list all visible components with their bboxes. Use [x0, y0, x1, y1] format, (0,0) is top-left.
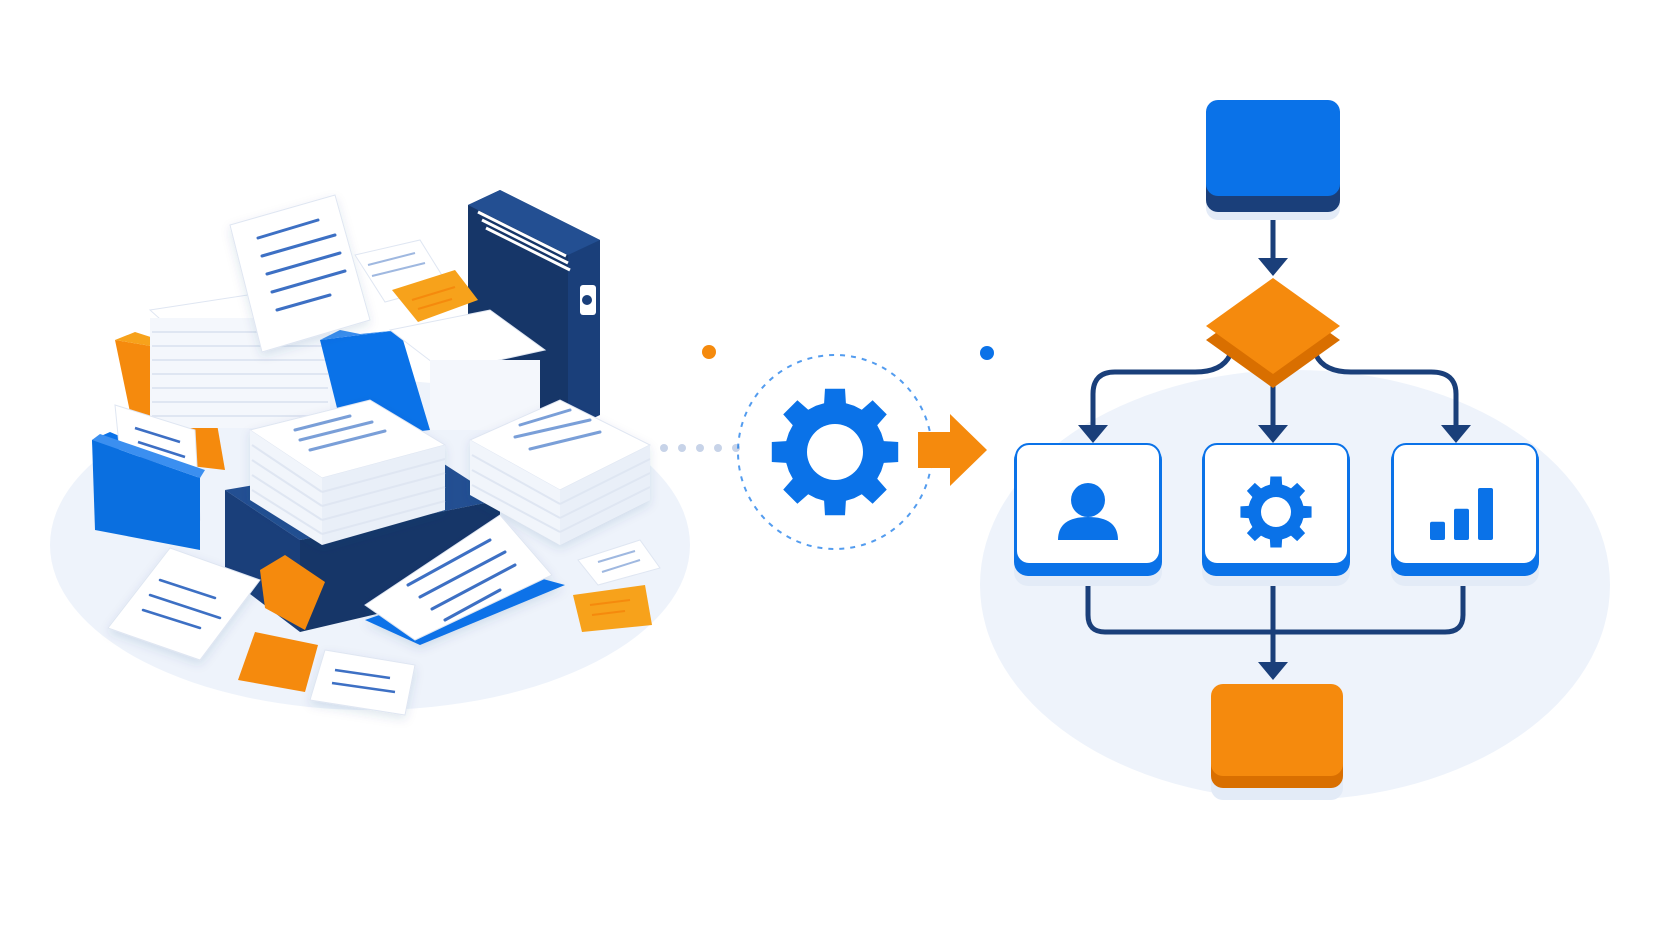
gear-hole	[807, 424, 863, 480]
sticky-note-top	[392, 270, 478, 322]
blue-folder-front	[364, 514, 565, 645]
flow-connectors	[1085, 215, 1466, 673]
report-node	[1391, 443, 1539, 586]
tilted-page	[229, 194, 371, 353]
gear-icon	[771, 388, 899, 516]
blue-folder-left	[92, 404, 205, 550]
blue-dot	[980, 346, 994, 360]
loose-page-left	[107, 547, 261, 661]
flow-arrowheads	[1078, 258, 1471, 680]
workflow-flowchart	[980, 100, 1610, 800]
sticky-note-floor-2	[238, 632, 318, 692]
user-icon	[1058, 483, 1118, 540]
dotted-trail	[660, 444, 740, 452]
blue-start-block	[1206, 100, 1340, 220]
processing-connector	[660, 345, 994, 550]
process-node	[1202, 443, 1350, 586]
paper-stack-right	[468, 399, 652, 545]
loose-page-right	[577, 539, 661, 586]
loose-papers	[107, 539, 661, 716]
arrow-right-icon	[918, 414, 987, 486]
loose-page-bottom	[309, 649, 416, 716]
sticky-note-floor-3	[573, 585, 652, 632]
orange-dot	[702, 345, 716, 359]
bar-chart-bar	[1430, 521, 1445, 540]
bar-chart-bar	[1478, 488, 1493, 540]
orange-diamond	[1206, 278, 1340, 388]
small-stack-top	[354, 239, 478, 322]
bar-chart-icon	[1430, 488, 1493, 540]
document-pile	[50, 190, 690, 716]
orange-end-block	[1211, 684, 1343, 800]
paper-stack-center	[248, 399, 447, 545]
bar-chart-bar	[1454, 508, 1469, 540]
user-node	[1014, 443, 1162, 586]
sticky-note-floor-1	[260, 555, 325, 630]
gear-icon	[1240, 476, 1312, 548]
gear-hole	[1261, 497, 1291, 527]
